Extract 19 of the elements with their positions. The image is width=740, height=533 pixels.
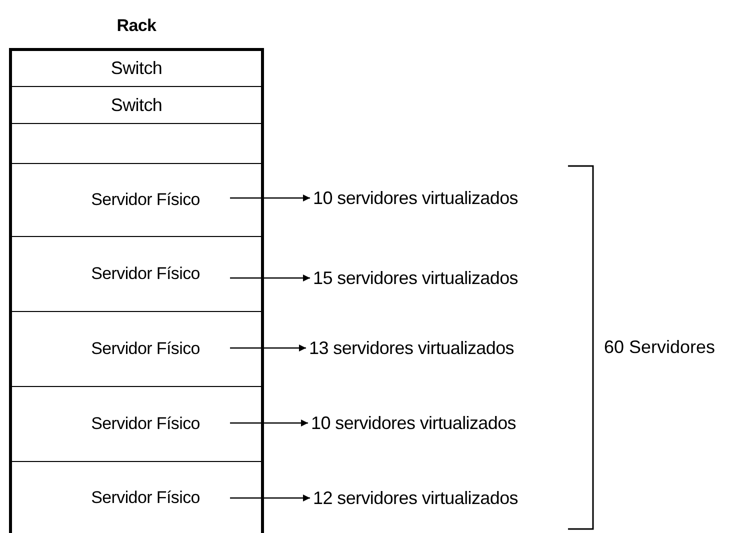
unit-label: Servidor Físico xyxy=(91,190,200,210)
unit-label: Switch xyxy=(110,58,162,79)
unit-label: Servidor Físico xyxy=(91,339,200,359)
arrow xyxy=(230,194,310,202)
unit-label: Servidor Físico xyxy=(91,488,200,508)
total-label: 60 Servidores xyxy=(604,337,716,358)
unit-label: Servidor Físico xyxy=(91,414,200,434)
unit-label: Switch xyxy=(110,94,162,116)
rack-heading: Rack xyxy=(116,16,158,36)
arrow xyxy=(230,494,310,502)
vm-count-text: 10 servidores virtualizados xyxy=(311,412,516,434)
arrow xyxy=(230,420,308,426)
arrow xyxy=(230,274,310,282)
vm-count-text: 10 servidores virtualizados xyxy=(313,188,518,208)
vm-count-text: 12 servidores virtualizados xyxy=(313,488,518,508)
unit-label: Servidor Físico xyxy=(91,264,200,284)
arrow xyxy=(230,344,306,352)
vm-count-text: 15 servidores virtualizados xyxy=(313,268,518,288)
vm-count-text: 13 servidores virtualizados xyxy=(309,338,514,358)
